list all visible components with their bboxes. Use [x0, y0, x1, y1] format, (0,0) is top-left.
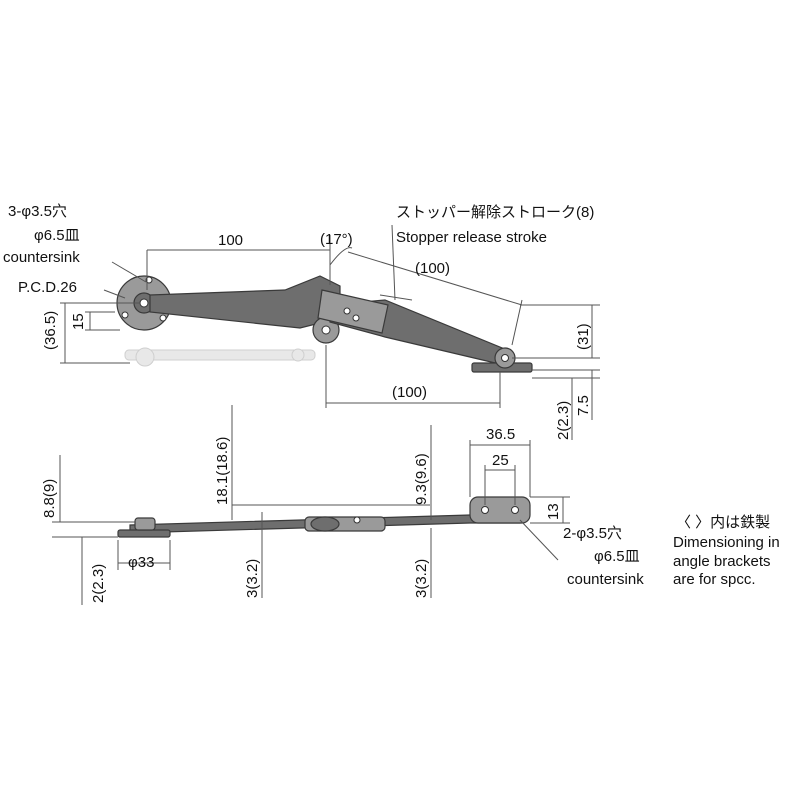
dim-31-label: (31)	[575, 323, 592, 350]
side-view-base	[117, 517, 171, 538]
dim-36-5-label: (36.5)	[42, 311, 59, 350]
dim-100-arm: (100)	[347, 251, 523, 346]
dim-18-1-label: 18.1(18.6)	[214, 437, 231, 505]
dim-bracket: 36.5 25 13	[469, 426, 570, 524]
note-jp: 〈 〉内は鉄製	[676, 514, 770, 531]
dim-25-label: 25	[492, 452, 509, 469]
angle-label: (17°)	[320, 231, 353, 248]
dim-left-verticals: (36.5) 15	[42, 302, 140, 364]
dim-15-label: 15	[70, 313, 87, 330]
stopper-release-note: ストッパー解除ストローク(8) Stopper release stroke	[379, 204, 594, 301]
dim-phi-33: φ33	[117, 540, 171, 571]
hole-spec-3-line2: φ6.5皿	[34, 227, 80, 244]
hole-spec-2-line2: φ6.5皿	[594, 548, 640, 565]
dim-36-5-side-label: 36.5	[486, 426, 515, 443]
note-line1: Dimensioning in	[673, 534, 780, 551]
dim-3-left-label: 3(3.2)	[244, 559, 261, 598]
dim-9-3-label: 9.3(9.6)	[413, 453, 430, 505]
top-view: 100 (17°) (100) ストッパー解除ストローク(8) Stopper …	[3, 203, 600, 440]
side-view: 8.8(9) 2(2.3) φ33 18.1(18.6) 3(3.2) 9.3(…	[41, 405, 780, 605]
joint-roller	[312, 316, 340, 344]
dim-2-3-right-label: 2(2.3)	[555, 401, 572, 440]
side-view-joint	[304, 516, 386, 532]
bracket-hole-spec: 2-φ3.5穴 φ6.5皿 countersink	[519, 519, 644, 588]
hole-spec-3-line3: countersink	[3, 249, 80, 266]
dim-100-arm-label: (100)	[415, 260, 450, 277]
side-view-bracket	[469, 496, 531, 524]
hole-spec-2-line1: 2-φ3.5穴	[563, 525, 622, 542]
dim-2-3-left-label: 2(2.3)	[90, 564, 107, 603]
note-line3: are for spcc.	[673, 571, 756, 588]
dim-100-bottom-label: (100)	[392, 384, 427, 401]
dim-7-5-label: 7.5	[575, 395, 592, 416]
dim-33-label: φ33	[128, 554, 154, 571]
folded-position-ghost	[124, 347, 316, 367]
dim-100-top: 100	[146, 232, 331, 290]
material-note: 〈 〉内は鉄製 Dimensioning in angle brackets a…	[673, 514, 780, 588]
dim-100-bottom: (100)	[325, 345, 501, 408]
dim-3-left: 3(3.2)	[244, 512, 263, 598]
hole-spec-2-line3: countersink	[567, 571, 644, 588]
note-line2: angle brackets	[673, 553, 771, 570]
dim-3-right: 3(3.2)	[413, 528, 432, 598]
stopper-block	[317, 289, 389, 334]
dim-9-3: 9.3(9.6)	[413, 425, 432, 520]
hole-spec-3-line1: 3-φ3.5穴	[8, 203, 67, 220]
dim-right-verticals: (31) 7.5 2(2.3)	[512, 304, 600, 440]
dim-angle: (17°)	[320, 231, 353, 266]
dim-13-label: 13	[545, 503, 562, 520]
dim-3-right-label: 3(3.2)	[413, 559, 430, 598]
first-arm	[149, 275, 341, 329]
stopper-release-jp: ストッパー解除ストローク(8)	[396, 204, 594, 221]
end-bracket	[471, 347, 533, 373]
dim-side-left: 8.8(9) 2(2.3)	[41, 455, 135, 605]
dim-8-8-label: 8.8(9)	[41, 479, 58, 518]
dim-100-top-label: 100	[218, 232, 243, 249]
stopper-release-en: Stopper release stroke	[396, 229, 547, 246]
pcd-label: P.C.D.26	[18, 279, 77, 296]
dim-18-1: 18.1(18.6)	[214, 405, 430, 520]
round-plate-hole-spec: 3-φ3.5穴 φ6.5皿 countersink P.C.D.26	[3, 203, 147, 299]
